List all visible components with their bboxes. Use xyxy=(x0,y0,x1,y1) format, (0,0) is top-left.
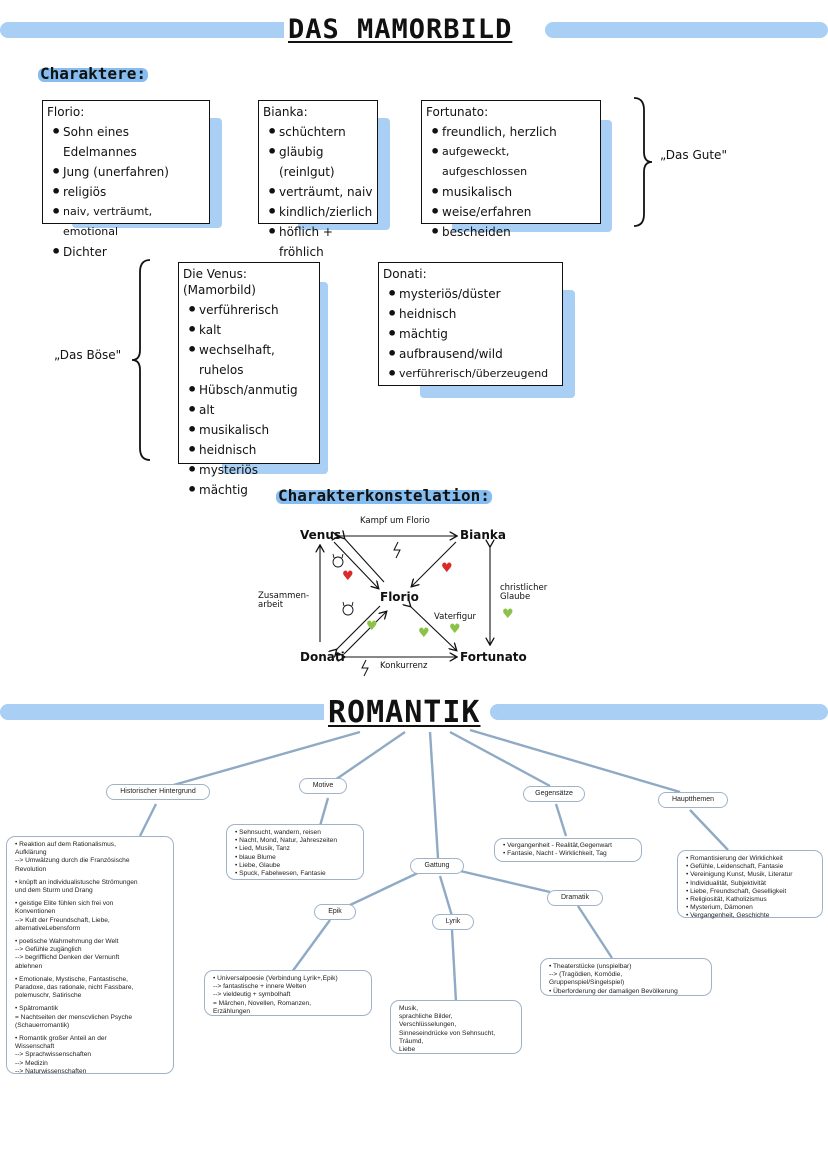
character-card-venus: Die Venus: (Mamorbild) verführerisch kal… xyxy=(178,262,320,500)
card-title: Bianka: xyxy=(263,105,308,119)
card-item: Dichter xyxy=(51,242,205,262)
node-fortunato: Fortunato xyxy=(460,650,527,664)
card-item: mächtig xyxy=(187,480,315,500)
node-epik: Epik xyxy=(314,904,356,920)
card-item: freundlich, herzlich xyxy=(430,122,596,142)
title-band-left xyxy=(0,22,300,38)
card-item: schüchtern xyxy=(267,122,373,142)
label-zusammenarbeit: Zusammen- arbeit xyxy=(258,591,310,610)
card-item: kindlich/zierlich xyxy=(267,202,373,222)
box-dramatik: • Theaterstücke (unspielbar) --> (Tragöd… xyxy=(540,958,712,996)
box-gegensaetze: • Vergangenheit - Realität,Gegenwart • F… xyxy=(494,838,642,862)
heart-icon: ♥ xyxy=(449,622,461,637)
card-item: Jung (unerfahren) xyxy=(51,162,205,182)
card-item: bescheiden xyxy=(430,222,596,242)
node-gegensaetze: Gegensätze xyxy=(523,786,585,802)
card-title: Donati: xyxy=(383,267,427,281)
node-hauptthemen: Hauptthemen xyxy=(658,792,728,808)
romantik-band-right xyxy=(490,704,828,720)
card-item: aufgeweckt, aufgeschlossen xyxy=(430,142,596,182)
card-title: Die Venus: (Mamorbild) xyxy=(183,267,256,297)
historisch-item: • knüpft an individualistusche Strömunge… xyxy=(15,878,138,895)
box-epik: • Universalpoesie (Verbindung Lyrik+,Epi… xyxy=(204,970,372,1016)
romantik-band-left xyxy=(0,704,340,720)
card-item: verführerisch/überzeugend xyxy=(387,364,558,384)
card-item: mächtig xyxy=(387,324,558,344)
node-lyrik: Lyrik xyxy=(432,914,474,930)
card-item: weise/erfahren xyxy=(430,202,596,222)
card-item: Hübsch/anmutig xyxy=(187,380,315,400)
node-florio: Florio xyxy=(380,590,419,604)
card-item: verführerisch xyxy=(187,300,315,320)
historisch-item: • geistige Elite fühlen sich frei von Ko… xyxy=(15,900,114,932)
card-item: wechselhaft, ruhelos xyxy=(187,340,315,380)
charaktere-heading: Charaktere: xyxy=(38,64,148,83)
label-christlich: christlicher Glaube xyxy=(500,583,548,602)
node-venus: Venus xyxy=(300,528,341,542)
heart-icon: ♥ xyxy=(418,626,430,641)
card-item: verträumt, naiv xyxy=(267,182,373,202)
card-item: musikalisch xyxy=(187,420,315,440)
box-hauptthemen: • Romantisierung der Wirklichkeit • Gefü… xyxy=(677,850,823,920)
page-title: DAS MAMORBILD xyxy=(284,14,517,46)
label-das-boese: „Das Böse" xyxy=(54,348,122,362)
character-card-fortunato: Fortunato: freundlich, herzlich aufgewec… xyxy=(421,100,601,242)
romantik-title: ROMANTIK xyxy=(324,696,485,730)
node-bianka: Bianka xyxy=(460,528,506,542)
card-item: heidnisch xyxy=(187,440,315,460)
node-gattung: Gattung xyxy=(410,858,464,874)
label-vaterfigur: Vaterfigur xyxy=(434,612,477,622)
title-band-right xyxy=(545,22,828,38)
label-das-gute: „Das Gute" xyxy=(660,148,727,162)
lyrik-list: Musik, sprachliche Bilder, Verschlüsselu… xyxy=(399,1005,496,1054)
card-item: höflich + fröhlich xyxy=(267,222,373,262)
card-item: Sohn eines Edelmannes xyxy=(51,122,205,162)
card-item: musikalisch xyxy=(430,182,596,202)
label-konkurrenz: Konkurrenz xyxy=(380,661,428,671)
card-item: heidnisch xyxy=(387,304,558,324)
node-dramatik: Dramatik xyxy=(547,890,603,906)
card-item: mysteriös xyxy=(187,460,315,480)
historisch-item: • Emotionale, Mystische, Fantastische, P… xyxy=(15,975,134,1000)
konstellation-heading: Charakterkonstelation: xyxy=(276,486,492,505)
heart-icon: ♥ xyxy=(502,607,514,622)
mindmap-connectors xyxy=(138,728,729,1003)
card-item: gläubig (reinlgut) xyxy=(267,142,373,182)
motive-list: • Sehnsucht, wandern, reisen • Nacht, Mo… xyxy=(235,829,337,878)
brace-bad xyxy=(131,259,151,461)
gegensaetze-list: • Vergangenheit - Realität,Gegenwart • F… xyxy=(503,842,612,858)
node-historischer-hintergrund: Historischer Hintergrund xyxy=(106,784,210,800)
label-kampf: Kampf um Florio xyxy=(360,516,430,526)
epik-list: • Universalpoesie (Verbindung Lyrik+,Epi… xyxy=(213,975,338,1015)
heart-icon: ♥ xyxy=(342,569,354,584)
heart-icon: ♥ xyxy=(441,561,453,576)
node-motive: Motive xyxy=(299,778,347,794)
dramatik-list: • Theaterstücke (unspielbar) --> (Tragöd… xyxy=(549,963,678,995)
card-item: kalt xyxy=(187,320,315,340)
brace-good xyxy=(633,97,653,227)
box-motive: • Sehnsucht, wandern, reisen • Nacht, Mo… xyxy=(226,824,364,880)
heart-icon: ♥ xyxy=(366,619,378,634)
character-card-florio: Florio: Sohn eines Edelmannes Jung (uner… xyxy=(42,100,210,262)
constellation-arrows xyxy=(250,510,570,677)
character-card-bianka: Bianka: schüchtern gläubig (reinlgut) ve… xyxy=(258,100,378,259)
hauptthemen-list: • Romantisierung der Wirklichkeit • Gefü… xyxy=(686,855,793,920)
historisch-item: • Reaktion auf dem Rationalismus, Aufklä… xyxy=(15,841,130,873)
card-title: Fortunato: xyxy=(426,105,489,119)
historisch-item: • Romantik großer Anteil an der Wissensc… xyxy=(15,1035,107,1075)
card-item: alt xyxy=(187,400,315,420)
historisch-item: • Spätromantik = Nachtseiten der menscvl… xyxy=(15,1005,133,1029)
historisch-item: • poetische Wahrnehmung der Welt --> Gef… xyxy=(15,938,120,970)
card-item: naiv, verträumt, emotional xyxy=(51,202,205,242)
character-card-donati: Donati: mysteriös/düster heidnisch mächt… xyxy=(378,262,563,386)
box-historisch: • Reaktion auf dem Rationalismus, Aufklä… xyxy=(6,836,174,1075)
card-item: religiös xyxy=(51,182,205,202)
box-lyrik: Musik, sprachliche Bilder, Verschlüsselu… xyxy=(390,1000,522,1054)
devil-face-icon xyxy=(332,553,354,616)
card-item: mysteriös/düster xyxy=(387,284,558,304)
card-title: Florio: xyxy=(47,105,85,119)
node-donati: Donati xyxy=(300,650,345,664)
card-item: aufbrausend/wild xyxy=(387,344,558,364)
